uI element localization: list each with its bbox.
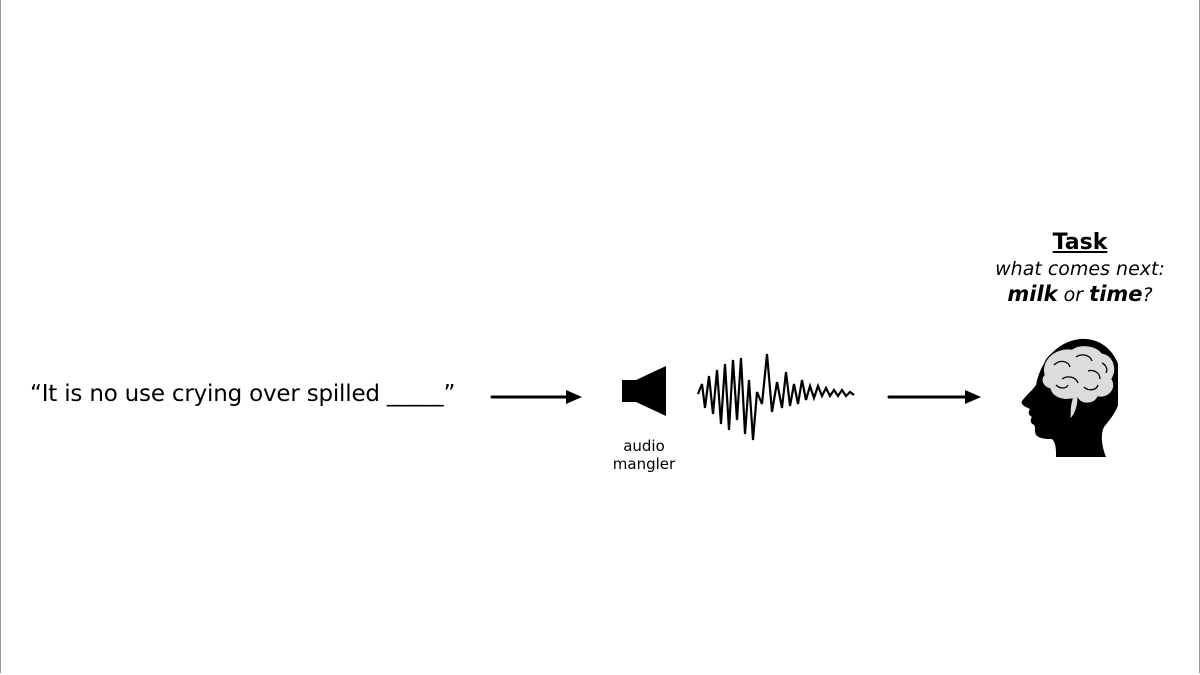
mangler-label-line1: audio: [623, 437, 665, 455]
waveform-icon: [696, 353, 855, 441]
speaker-icon: [622, 366, 666, 416]
option-time: time: [1089, 282, 1143, 306]
option-milk: milk: [1007, 282, 1058, 306]
close-quote: ”: [443, 381, 456, 407]
question-mark: ?: [1142, 284, 1153, 306]
open-quote: “: [30, 381, 42, 407]
arrow-icon-1: [490, 390, 582, 404]
arrow-icon-2: [887, 390, 981, 404]
option-connector: or: [1063, 284, 1084, 306]
prompt-sentence: “It is no use crying over spilled _____”: [30, 381, 455, 407]
task-question: what comes next:: [995, 258, 1165, 280]
sentence-blank: _____: [386, 381, 444, 407]
head-brain-icon: [1021, 338, 1118, 457]
audio-mangler-label: audio mangler: [598, 437, 690, 473]
task-options: milk or time?: [985, 282, 1175, 308]
task-box: Task what comes next: milk or time?: [985, 229, 1175, 308]
task-title: Task: [1052, 230, 1108, 255]
sentence-text: It is no use crying over spilled: [41, 381, 380, 407]
mangler-label-line2: mangler: [612, 455, 676, 473]
